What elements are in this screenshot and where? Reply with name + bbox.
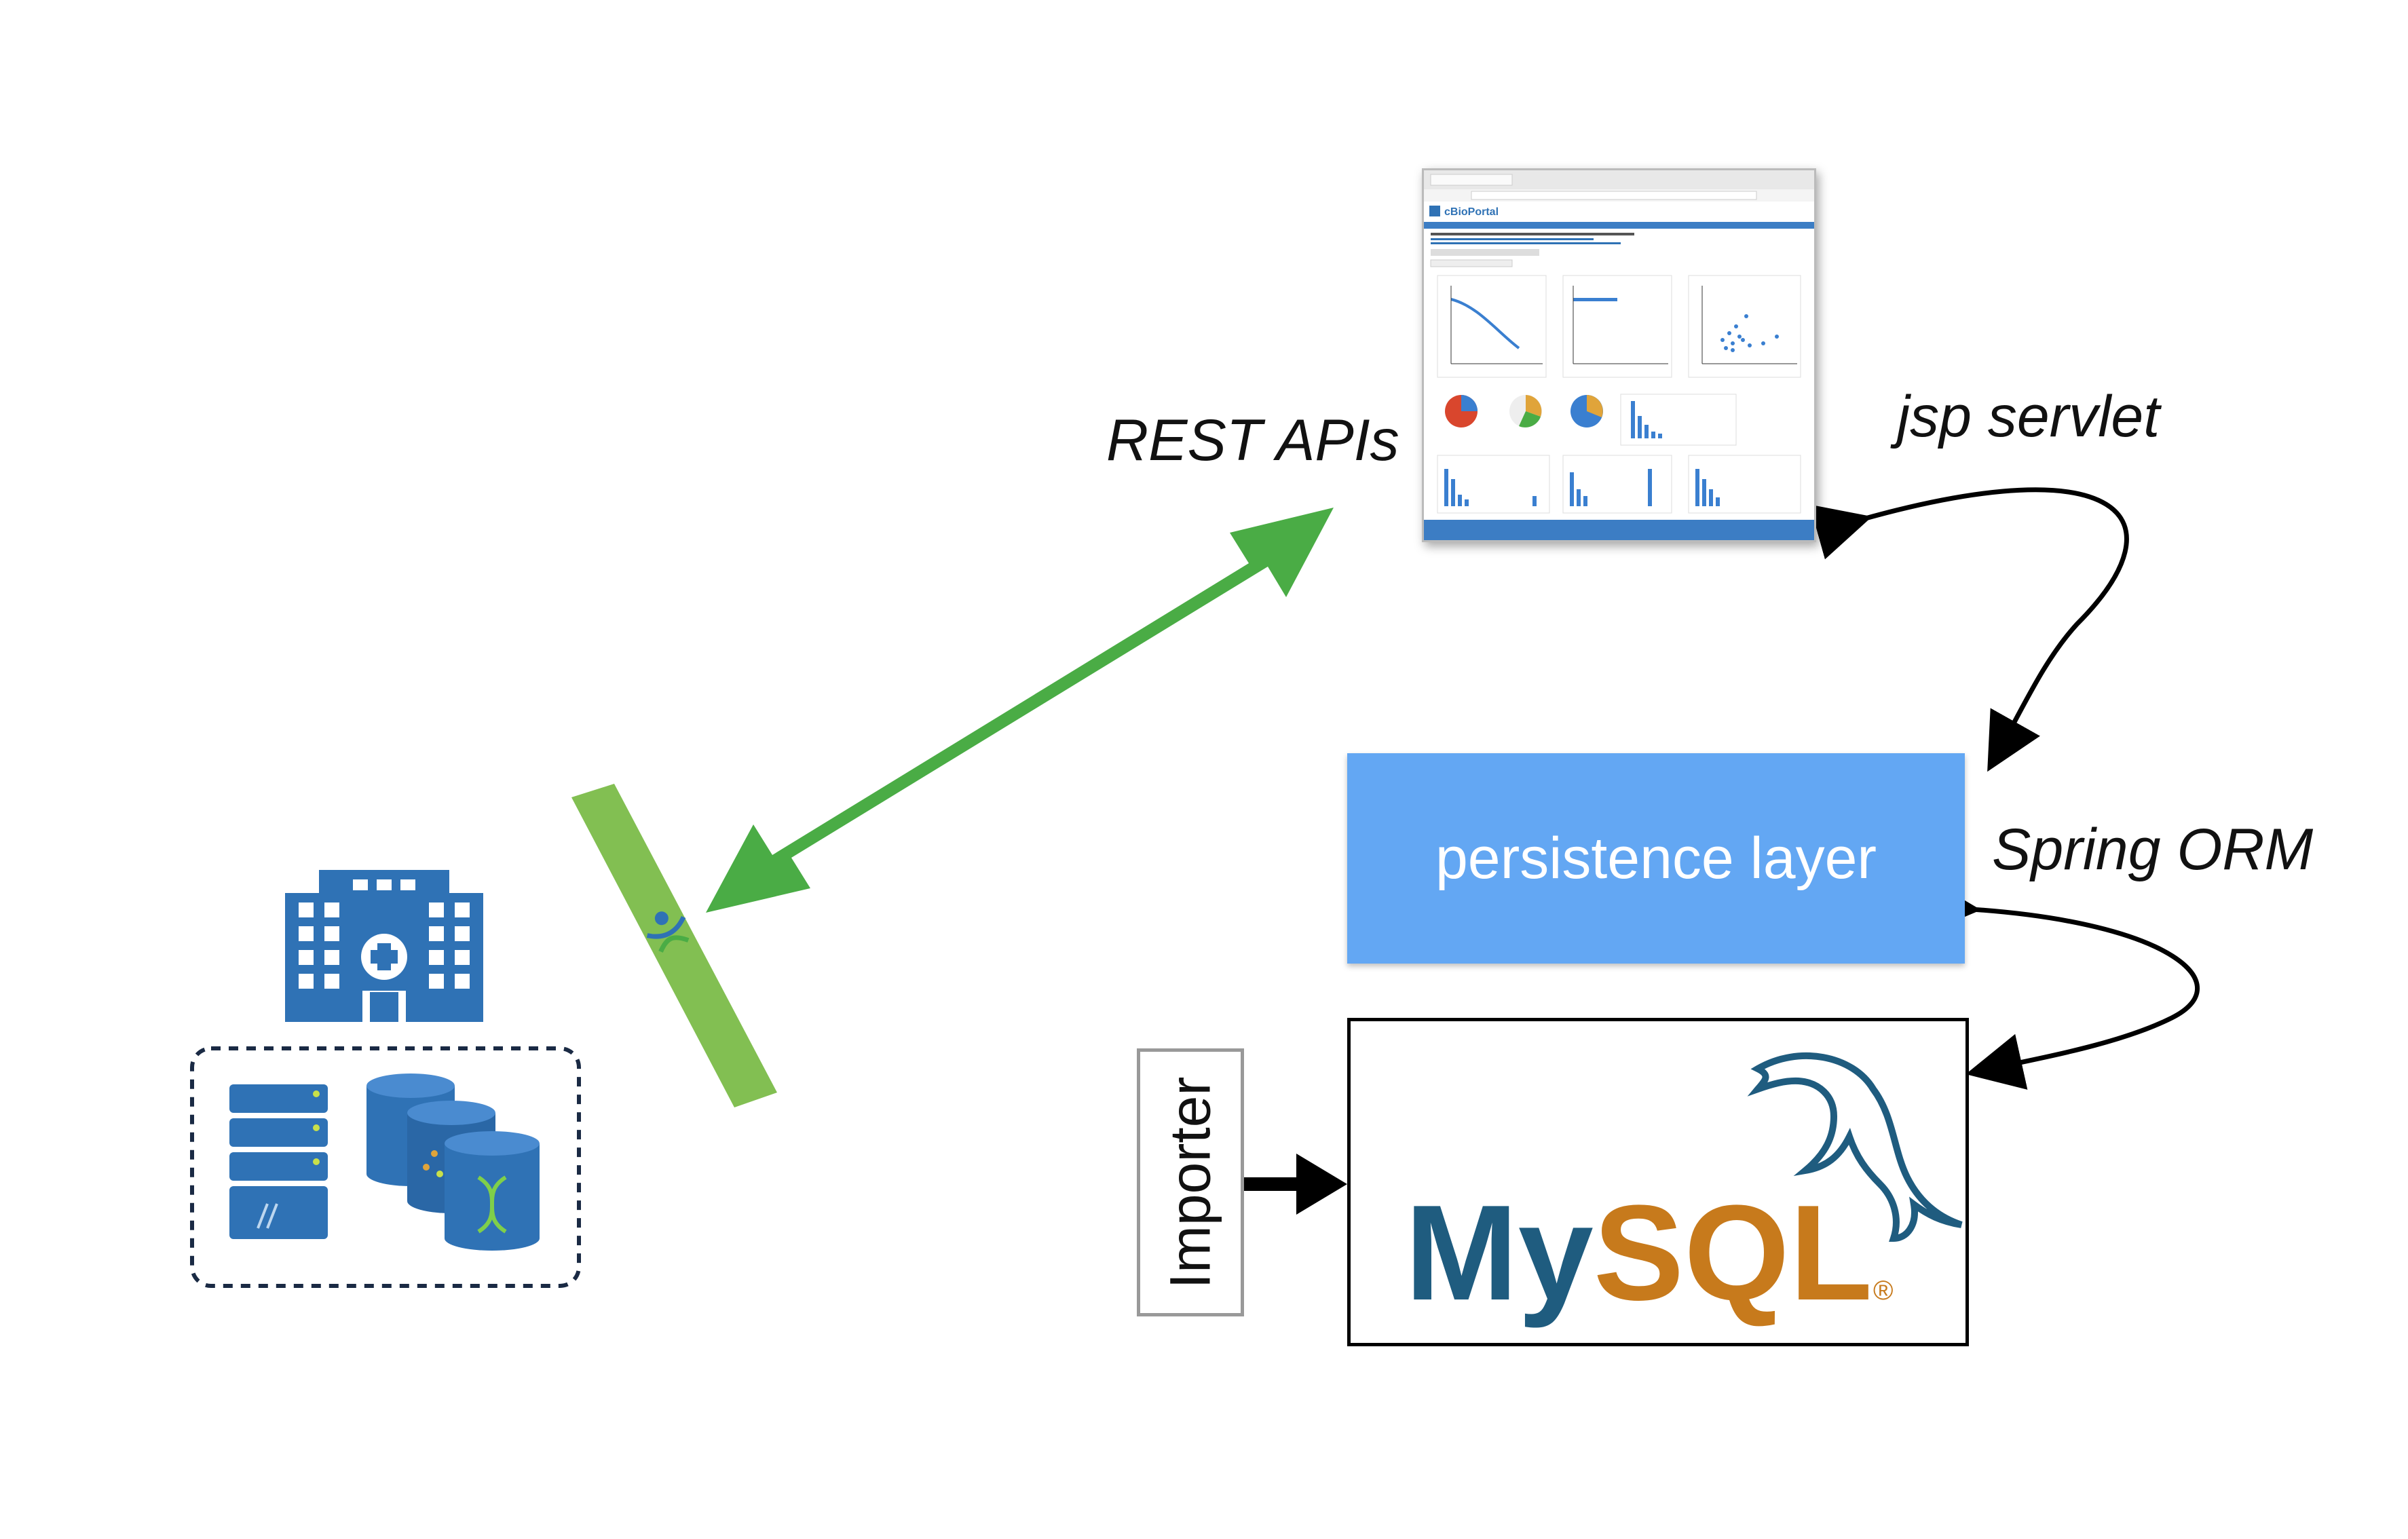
hospital-icon	[285, 870, 483, 1022]
importer-arrow-head	[1296, 1154, 1347, 1215]
mysql-dolphin-icon	[1747, 1052, 1963, 1242]
dna-icon	[477, 1175, 507, 1234]
jsp-servlet-arrow	[1809, 487, 2129, 772]
persistence-layer-box: persistence layer	[1347, 753, 1965, 964]
data-silo-box	[190, 1046, 581, 1288]
portal-app-name: cBioPortal	[1444, 206, 1499, 218]
svg-text:®: ®	[1873, 1276, 1893, 1306]
mysql-logo: MySQL ®	[1405, 1052, 1963, 1329]
mysql-box: MySQL ®	[1347, 1018, 1969, 1346]
spring-orm-label: Spring ORM	[1992, 817, 2314, 882]
spring-orm-arrow	[1922, 877, 2200, 1090]
rest-apis-label: REST APIs	[1106, 408, 1399, 473]
database-icon	[366, 1074, 540, 1251]
jsp-servlet-label: jsp servlet	[1897, 384, 2160, 449]
mysql-wordmark: MySQL	[1405, 1177, 1873, 1329]
portal-screenshot: cBioPortal	[1422, 168, 1816, 542]
persistence-layer-label: persistence layer	[1435, 825, 1877, 891]
importer-box: Importer	[1137, 1048, 1244, 1316]
portal-screenshot-graphic: cBioPortal	[1424, 170, 1814, 540]
importer-label: Importer	[1158, 1076, 1222, 1289]
server-icon	[229, 1084, 328, 1239]
